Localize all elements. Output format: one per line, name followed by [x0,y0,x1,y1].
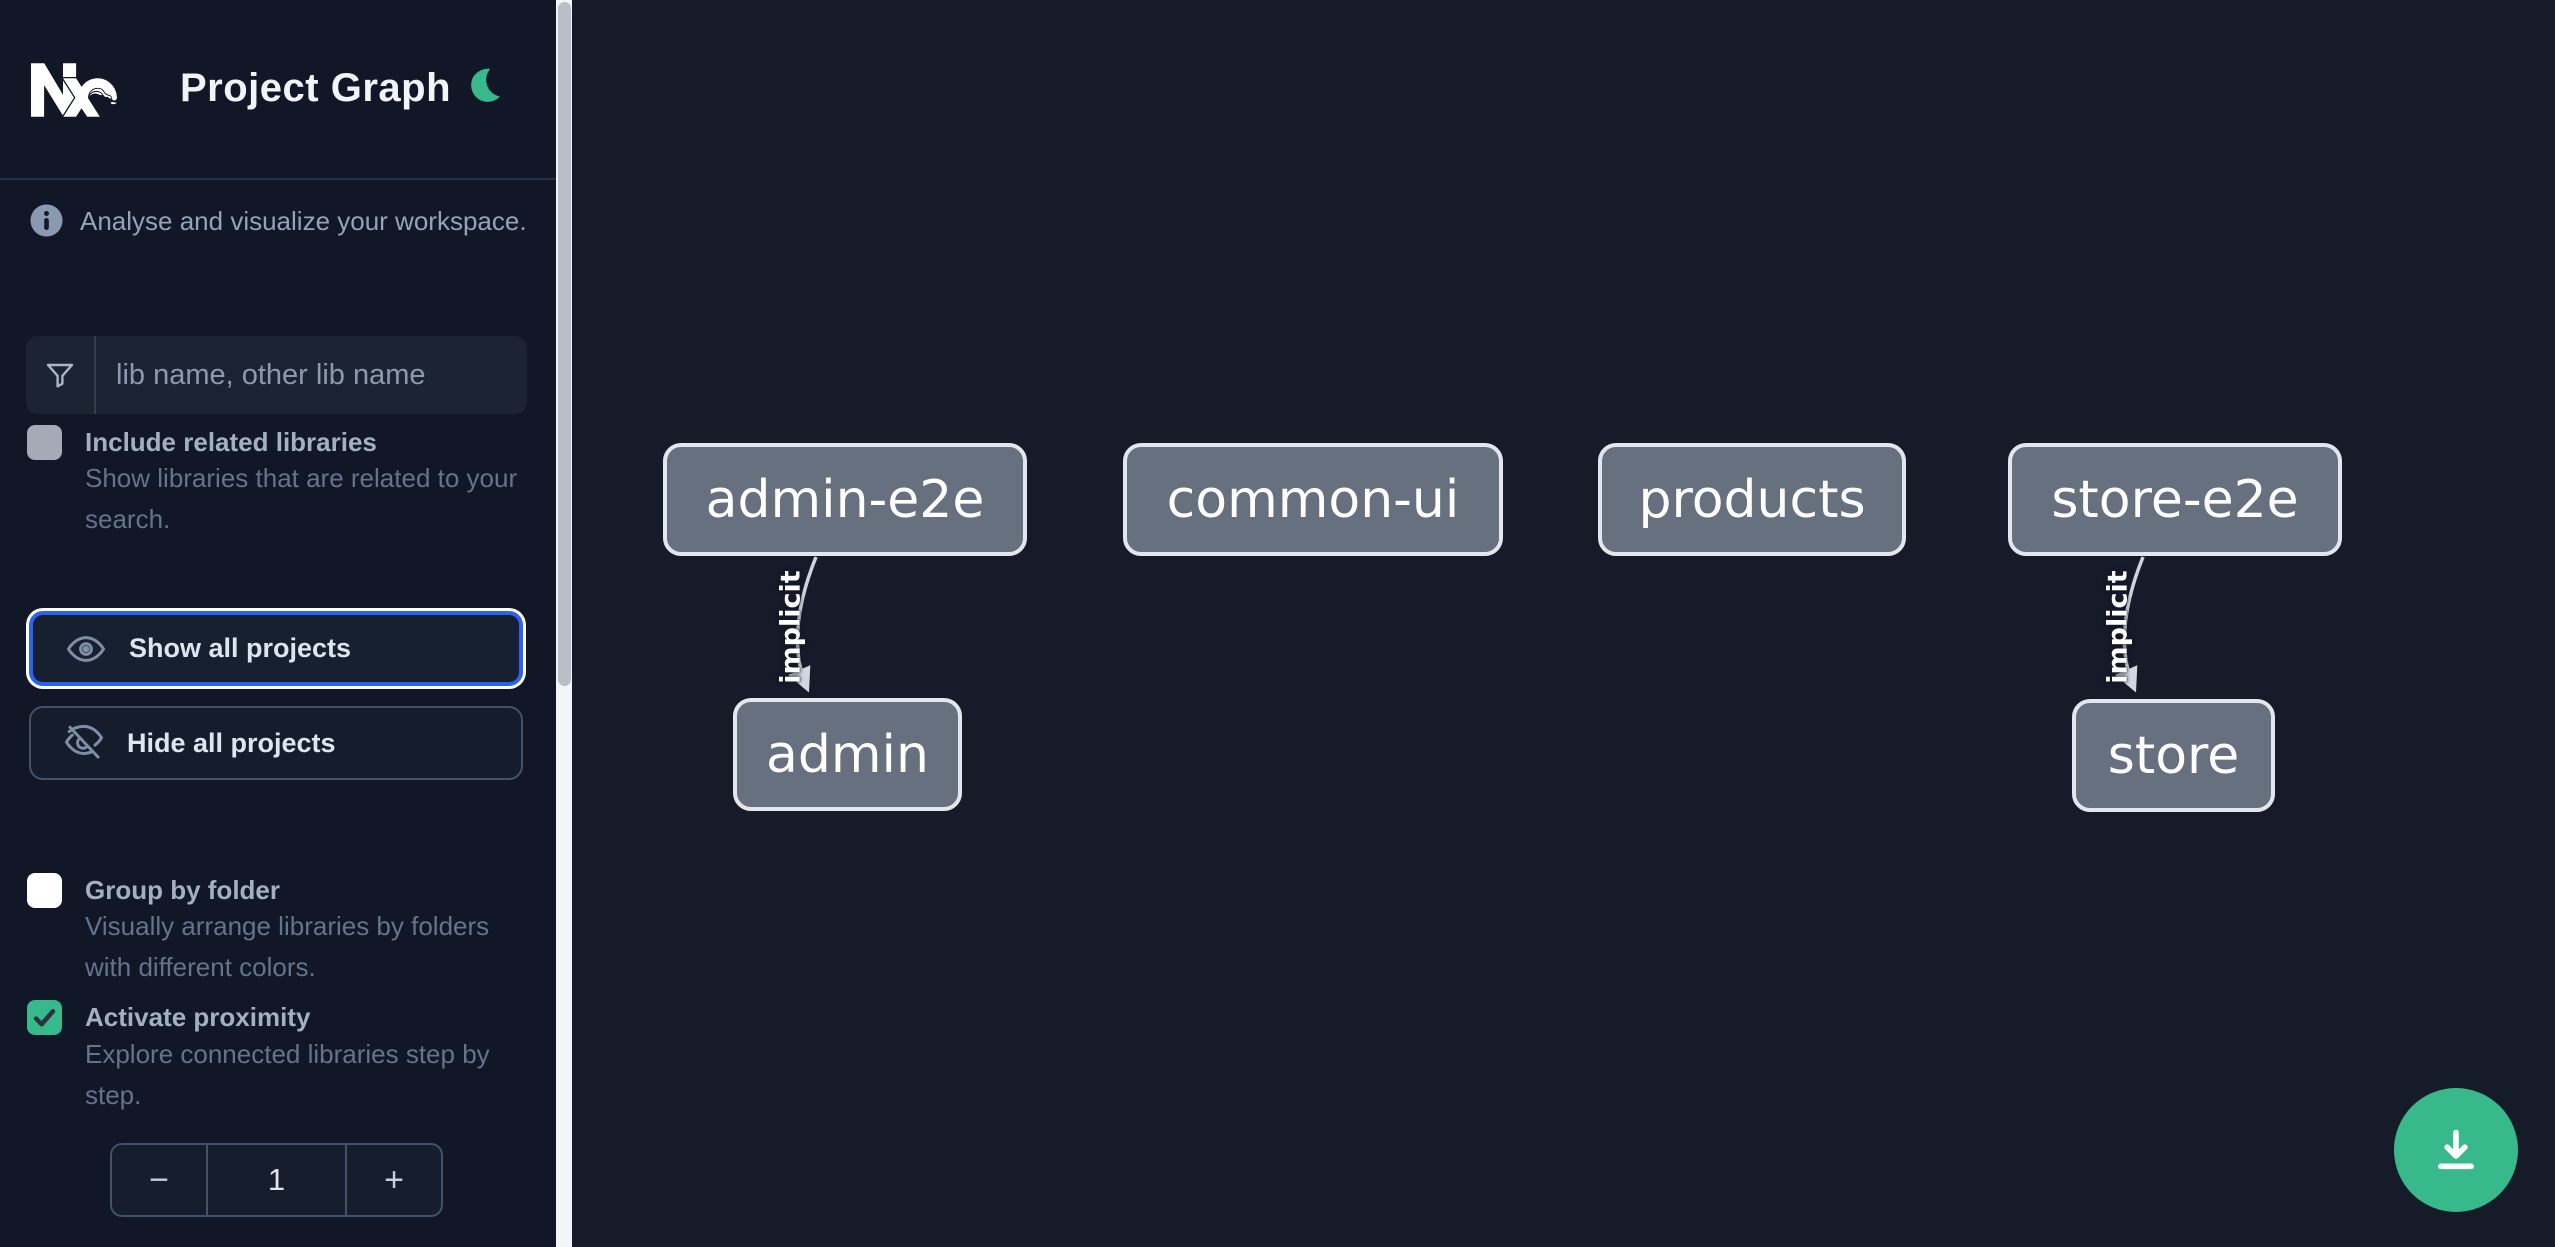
show-all-projects-button[interactable]: Show all projects [29,611,523,686]
graph-node-store-e2e[interactable]: store-e2e [2008,443,2342,556]
checkbox-include-related[interactable] [27,425,62,460]
proximity-depth-value: 1 [267,1162,286,1197]
nx-logo [31,63,117,117]
sidebar: Project Graph Analyse and visualize your… [0,0,572,1247]
option-label-activate-proximity: Activate proximity [85,1002,311,1032]
hide-all-projects-label: Hide all projects [127,727,336,758]
project-graph-canvas[interactable]: implicit implicit admin-e2e common-ui pr… [572,0,2555,1247]
sidebar-scrollbar-thumb[interactable] [557,2,571,686]
download-graph-button[interactable] [2394,1088,2518,1212]
option-label-include-related: Include related libraries [85,427,377,457]
increment-button[interactable]: + [345,1145,441,1215]
eye-slash-icon [63,722,105,764]
option-desc-activate-proximity: Explore connected libraries step by step… [85,1039,490,1110]
option-desc-include-related: Show libraries that are related to your … [85,463,518,534]
tagline-text: Analyse and visualize your workspace. [80,206,527,236]
funnel-icon-cell [26,336,96,414]
page-title: Project Graph [180,66,452,110]
sidebar-scrollbar-track [556,0,572,1247]
graph-node-products[interactable]: products [1598,443,1906,556]
info-icon [30,204,63,237]
eye-icon [65,628,107,670]
checkbox-group-by-folder[interactable] [27,873,62,908]
graph-node-admin-e2e[interactable]: admin-e2e [663,443,1027,556]
sidebar-header: Project Graph [0,0,556,180]
check-icon [33,1009,56,1027]
option-desc-group-by-folder: Visually arrange libraries by folders wi… [85,911,490,982]
graph-edges [787,556,2145,693]
graph-node-store[interactable]: store [2072,699,2275,812]
theme-toggle-button[interactable] [458,56,518,116]
edge-store-e2e-to-store [2114,556,2145,693]
funnel-icon [46,363,74,388]
proximity-depth-stepper: − 1 + [110,1143,443,1217]
edge-admin-e2e-to-admin [787,556,818,693]
option-label-group-by-folder: Group by folder [85,875,280,905]
graph-node-common-ui[interactable]: common-ui [1123,443,1503,556]
show-all-projects-label: Show all projects [129,633,352,663]
filter-input[interactable] [96,336,527,414]
moon-icon [471,68,501,102]
graph-node-admin[interactable]: admin [733,698,962,811]
filter-box [26,336,527,414]
download-icon [2438,1129,2474,1170]
workspace-info: Analyse and visualize your workspace. [29,203,527,238]
checkbox-activate-proximity[interactable] [27,1000,62,1035]
hide-all-projects-button[interactable]: Hide all projects [29,706,523,780]
decrement-button[interactable]: − [112,1145,208,1215]
